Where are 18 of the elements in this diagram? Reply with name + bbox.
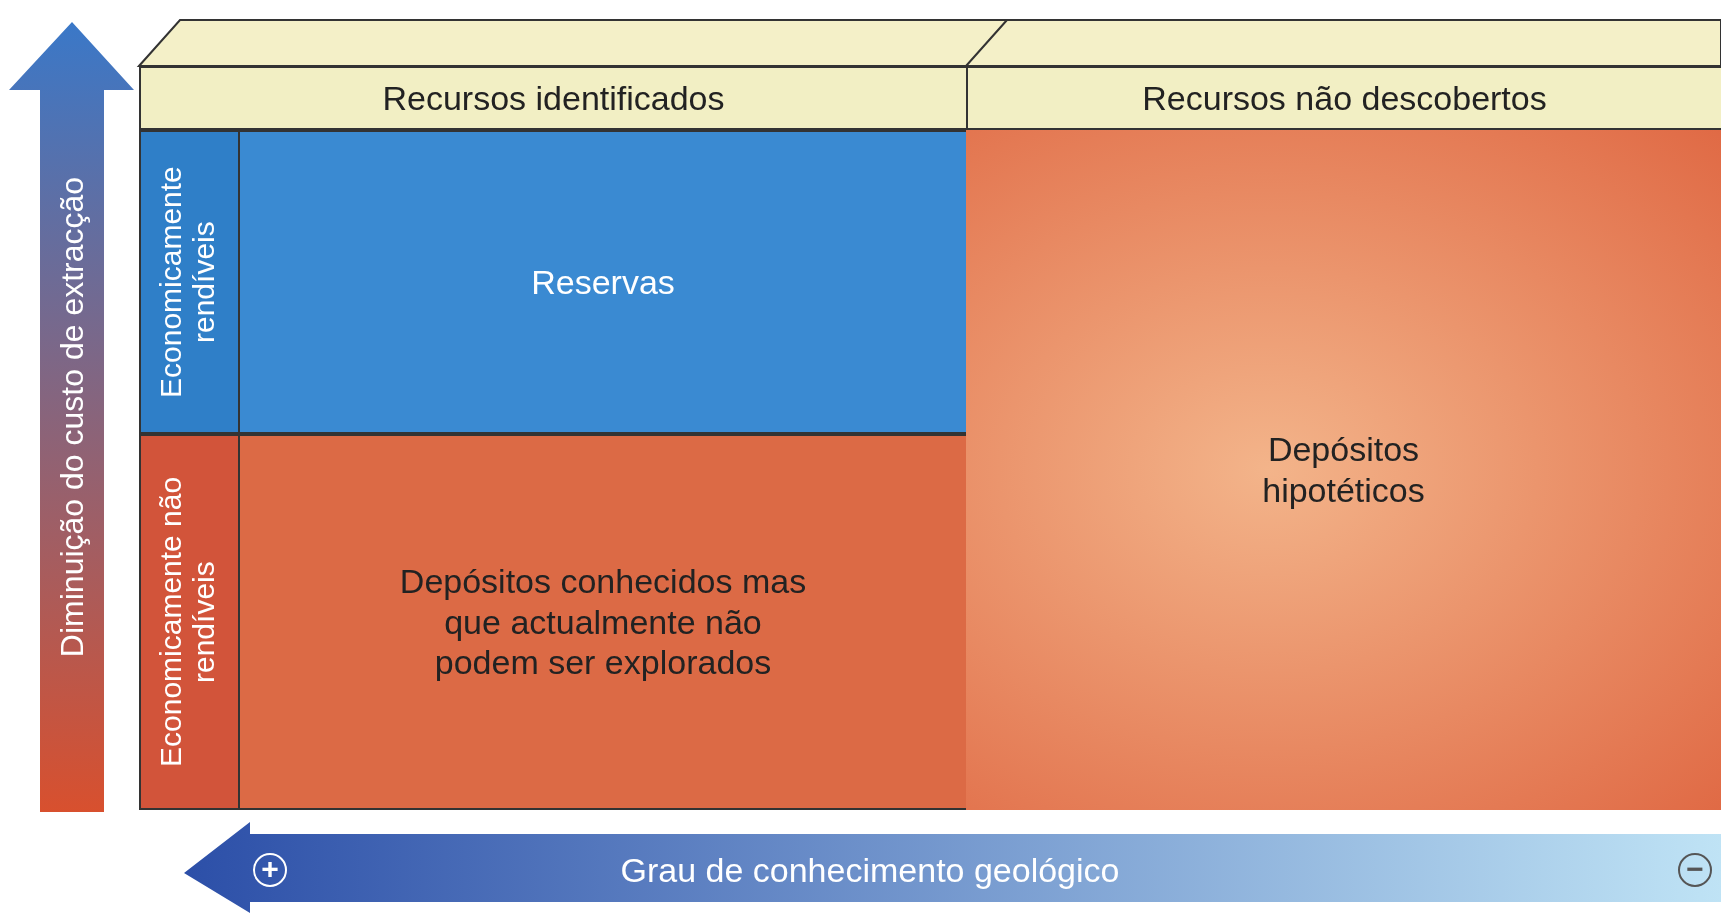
category-cell	[966, 130, 1721, 810]
row-header	[139, 130, 238, 434]
axis-label: Grau de conhecimento geológico	[620, 850, 1120, 890]
column-header	[139, 66, 966, 130]
row-label: Economicamente rendíveis	[153, 165, 221, 400]
column-header	[966, 66, 1721, 130]
plus-sign: +	[253, 853, 287, 887]
cell-text: Recursos identificados	[382, 77, 725, 119]
category-cell	[238, 130, 966, 434]
axis-label: Diminuição do custo de extracção	[53, 176, 91, 658]
cell-text: Reservas	[531, 261, 675, 303]
cell-text: Depósitos conhecidos mas que actualmente não podem ser explorados	[398, 560, 808, 684]
cell-text: Depósitos hipotéticos	[1261, 429, 1426, 511]
row-label: Economicamente não rendíveis	[153, 475, 221, 770]
row-header	[139, 434, 238, 810]
category-cell	[238, 434, 966, 810]
minus-sign: −	[1678, 853, 1712, 887]
cell-text: Recursos não descobertos	[1142, 77, 1547, 119]
